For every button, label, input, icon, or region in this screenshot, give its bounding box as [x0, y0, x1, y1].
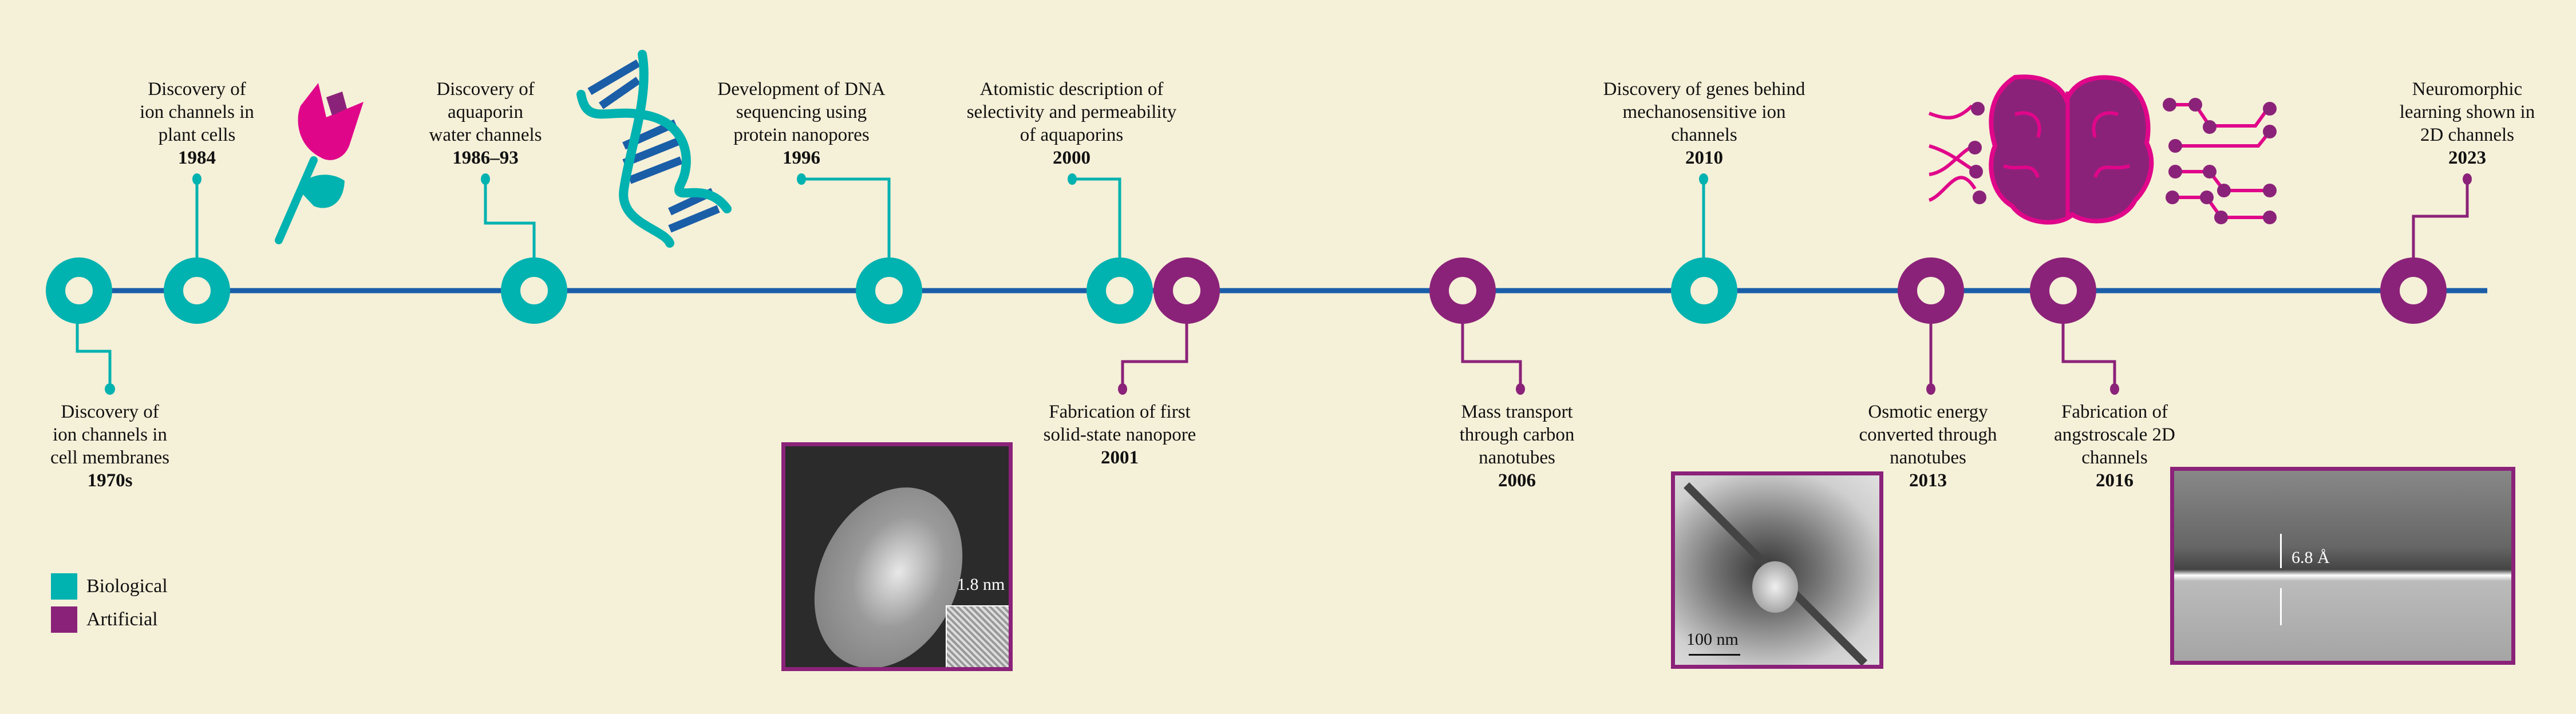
connector-2016	[2061, 291, 2116, 389]
nanopore-micrograph: 1.8 nm	[781, 442, 1013, 671]
nanotube-scale-label: 100 nm	[1686, 630, 1739, 649]
event-text: Neuromorphic learning shown in 2D channe…	[2399, 79, 2535, 145]
marker-1970s	[46, 257, 112, 324]
event-year: 2010	[1685, 148, 1723, 168]
event-2023: Neuromorphic learning shown in 2D channe…	[2238, 78, 2576, 169]
event-1996: Development of DNA sequencing using prot…	[572, 78, 1030, 169]
connector-1996	[801, 177, 891, 291]
event-2001: Fabrication of first solid-state nanopor…	[891, 400, 1349, 469]
marker-1996	[856, 257, 922, 324]
tulip-icon	[275, 83, 364, 244]
legend-artificial: Artificial	[51, 606, 158, 633]
legend-swatch	[51, 573, 77, 600]
event-text: Mass transport through carbon nanotubes	[1459, 402, 1575, 468]
event-year: 1986–93	[452, 148, 519, 168]
2d-channel-micrograph: 6.8 Å	[2170, 467, 2515, 665]
marker-2000	[1086, 257, 1153, 324]
marker-2016	[2030, 257, 2096, 324]
dot-2023	[2463, 173, 2472, 185]
legend-swatch	[51, 606, 77, 633]
marker-2010	[1671, 257, 1737, 324]
legend-label: Artificial	[86, 609, 158, 630]
dot-2000	[1068, 173, 1077, 185]
event-2000: Atomistic description of selectivity and…	[843, 78, 1301, 169]
nanotube-micrograph: 100 nm	[1671, 471, 1883, 669]
scale-bar	[1689, 654, 1740, 656]
dot-2016	[2110, 383, 2119, 395]
event-text: Atomistic description of selectivity and…	[966, 79, 1177, 145]
event-year: 2016	[2096, 470, 2134, 491]
legend-biological: Biological	[51, 573, 168, 600]
event-1970s: Discovery of ion channels in cell membra…	[0, 400, 339, 492]
event-2010: Discovery of genes behind mechanosensiti…	[1475, 78, 1933, 169]
event-year: 1984	[178, 148, 216, 168]
event-year: 2001	[1101, 447, 1139, 468]
event-text: Osmotic energy converted through nanotub…	[1859, 402, 1997, 468]
dot-1970s	[105, 383, 115, 395]
event-year: 2013	[1909, 470, 1947, 491]
event-year: 1970s	[87, 470, 133, 491]
event-text: Development of DNA sequencing using prot…	[717, 79, 886, 145]
event-1986-93: Discovery of aquaporin water channels 198…	[256, 78, 714, 169]
event-year: 2000	[1053, 148, 1091, 168]
event-year: 2023	[2448, 148, 2486, 168]
dot-2006	[1516, 383, 1525, 395]
connector-2000	[1072, 177, 1121, 291]
marker-2006	[1429, 257, 1496, 324]
connector-2006	[1461, 291, 1522, 389]
connector-2023	[2412, 179, 2469, 291]
marker-1984	[164, 257, 230, 324]
marker-2013	[1898, 257, 1964, 324]
marker-1986	[501, 257, 567, 324]
connector-2001	[1121, 291, 1188, 389]
dot-1986	[481, 173, 490, 185]
event-text: Fabrication of first solid-state nanopor…	[1043, 402, 1196, 445]
dot-2013	[1926, 383, 1935, 395]
2d-channel-scale-label: 6.8 Å	[2291, 548, 2330, 567]
connector-1986	[484, 179, 536, 291]
marker-2023	[2380, 257, 2447, 324]
dot-1984	[192, 173, 202, 185]
event-text: Discovery of ion channels in cell membra…	[50, 402, 169, 468]
dot-1996	[797, 173, 806, 185]
dna-icon	[576, 50, 732, 248]
event-2013: Osmotic energy converted through nanotub…	[1699, 400, 2157, 492]
event-text: Fabrication of angstroscale 2D channels	[2054, 402, 2175, 468]
brain-circuit-icon	[1928, 74, 2277, 225]
dot-2001	[1118, 383, 1127, 395]
nanopore-scale-label: 1.8 nm	[957, 575, 1005, 594]
event-text: Discovery of ion channels in plant cells	[140, 79, 254, 145]
dot-2010	[1699, 173, 1708, 185]
event-1984: Discovery of ion channels in plant cells…	[0, 78, 426, 169]
event-year: 1996	[783, 148, 820, 168]
event-text: Discovery of genes behind mechanosensiti…	[1603, 79, 1805, 145]
marker-2001	[1153, 257, 1220, 324]
event-text: Discovery of aquaporin water channels	[429, 79, 542, 145]
legend-label: Biological	[86, 576, 168, 597]
event-year: 2006	[1498, 470, 1536, 491]
